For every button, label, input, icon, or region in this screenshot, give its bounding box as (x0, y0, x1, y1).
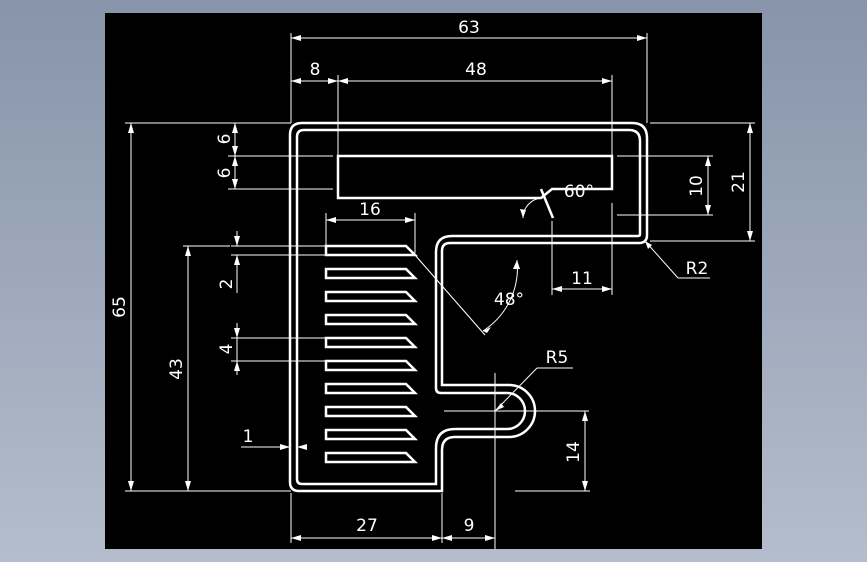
dim-label-43: 43 (167, 358, 187, 380)
dim-wall: 1 (241, 427, 307, 450)
cad-drawing: 63 8 48 65 6 6 1 (110, 18, 755, 549)
dim-label-14: 14 (564, 441, 584, 463)
dim-top-height: 21 (650, 122, 755, 242)
part-outer-outline (288, 121, 649, 493)
fin-9 (324, 428, 419, 441)
dim-label-60deg: 60° (564, 182, 594, 202)
dim-label-9: 9 (464, 516, 475, 536)
slot-chamfer (539, 188, 555, 219)
dim-overall-height: 65 (110, 122, 291, 492)
fin-10 (324, 451, 419, 464)
dim-label-11: 11 (571, 269, 593, 289)
dim-label-10: 10 (687, 175, 707, 197)
dim-fin-pitch: 2 (217, 231, 325, 293)
dim-overall-width: 63 (290, 18, 648, 123)
fin-8 (324, 405, 419, 418)
dim-fin-length: 16 (325, 200, 416, 253)
fin-3 (324, 290, 419, 303)
dim-label-r2: R2 (686, 259, 709, 279)
dim-slot-length: 8 48 (291, 60, 613, 155)
dim-base-width: 27 9 (290, 493, 495, 543)
fin-group (324, 244, 419, 464)
dim-angle-60: 60° (520, 182, 594, 219)
dim-slot-width: 10 (617, 155, 713, 216)
dim-label-65: 65 (110, 296, 130, 318)
dim-lower-height: 43 (167, 245, 230, 491)
part-inner-outline (295, 128, 642, 486)
dim-notch-width: 11 (551, 203, 613, 295)
dim-label-16: 16 (359, 200, 381, 220)
cad-viewport[interactable]: 63 8 48 65 6 6 1 (105, 13, 762, 549)
dim-label-r5: R5 (546, 348, 569, 368)
dim-angle-48: 48° (414, 254, 524, 336)
dim-top-gaps: 6 6 (215, 123, 333, 190)
dim-label-4: 4 (217, 344, 237, 355)
fin-7 (324, 382, 419, 395)
dim-label-8: 8 (310, 60, 321, 80)
dim-label-1: 1 (243, 427, 254, 447)
dim-label-6-slot: 6 (215, 168, 235, 179)
dim-label-48: 48 (465, 60, 487, 80)
dim-label-6-top: 6 (215, 134, 235, 145)
fin-1 (324, 244, 419, 257)
dim-label-2: 2 (217, 279, 237, 290)
fin-6 (324, 359, 419, 372)
dim-label-48deg: 48° (494, 290, 524, 310)
dim-notch-height: 14 (515, 411, 590, 492)
fin-2 (324, 267, 419, 280)
fin-5 (324, 336, 419, 349)
dim-radius-r5: R5 (444, 348, 589, 549)
dim-label-27: 27 (356, 516, 378, 536)
fin-4 (324, 313, 419, 326)
dim-radius-r2: R2 (644, 240, 710, 279)
dim-label-21: 21 (729, 171, 749, 193)
dim-label-63: 63 (458, 18, 480, 38)
top-slot (336, 154, 614, 200)
dim-fin-block: 4 (217, 323, 325, 375)
